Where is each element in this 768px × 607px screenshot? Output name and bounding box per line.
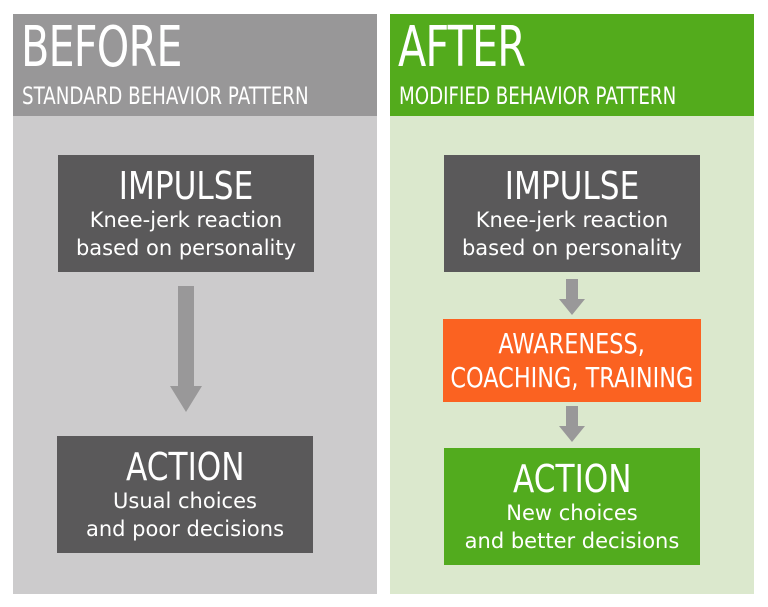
before-action-line1: Usual choices — [113, 488, 257, 513]
before-impulse-line1: Knee-jerk reaction — [89, 207, 283, 232]
before-action-box: ACTION Usual choices and poor decisions — [57, 436, 313, 553]
arrow-down-icon — [170, 286, 202, 412]
after-header: AFTER MODIFIED BEHAVIOR PATTERN — [390, 14, 754, 116]
before-impulse-title: IMPULSE — [118, 163, 254, 208]
before-title: BEFORE — [21, 15, 182, 80]
after-action-line2: and better decisions — [464, 528, 680, 553]
after-impulse-line1: Knee-jerk reaction — [475, 207, 669, 232]
before-impulse-box: IMPULSE Knee-jerk reaction based on pers… — [58, 155, 314, 272]
after-action-line1: New choices — [506, 500, 638, 525]
before-panel: BEFORE STANDARD BEHAVIOR PATTERN IMPULSE… — [13, 14, 377, 594]
after-impulse-box: IMPULSE Knee-jerk reaction based on pers… — [444, 155, 700, 272]
after-panel: AFTER MODIFIED BEHAVIOR PATTERN IMPULSE … — [390, 14, 754, 594]
after-action-title: ACTION — [512, 456, 632, 501]
before-impulse-line2: based on personality — [75, 235, 297, 260]
before-subtitle: STANDARD BEHAVIOR PATTERN — [22, 82, 309, 110]
before-header: BEFORE STANDARD BEHAVIOR PATTERN — [13, 14, 377, 116]
before-action-title: ACTION — [125, 444, 245, 489]
after-subtitle: MODIFIED BEHAVIOR PATTERN — [399, 82, 677, 110]
after-impulse-title: IMPULSE — [504, 163, 640, 208]
before-action-line2: and poor decisions — [85, 516, 285, 541]
awareness-coaching-training-box: AWARENESS, COACHING, TRAINING — [443, 319, 701, 402]
after-title: AFTER — [398, 15, 526, 80]
after-action-box: ACTION New choices and better decisions — [444, 448, 700, 565]
after-impulse-line2: based on personality — [461, 235, 683, 260]
intervention-line2: COACHING, TRAINING — [450, 360, 694, 394]
intervention-line1: AWARENESS, — [498, 326, 646, 360]
arrow-down-icon — [559, 406, 585, 442]
arrow-down-icon — [559, 279, 585, 315]
